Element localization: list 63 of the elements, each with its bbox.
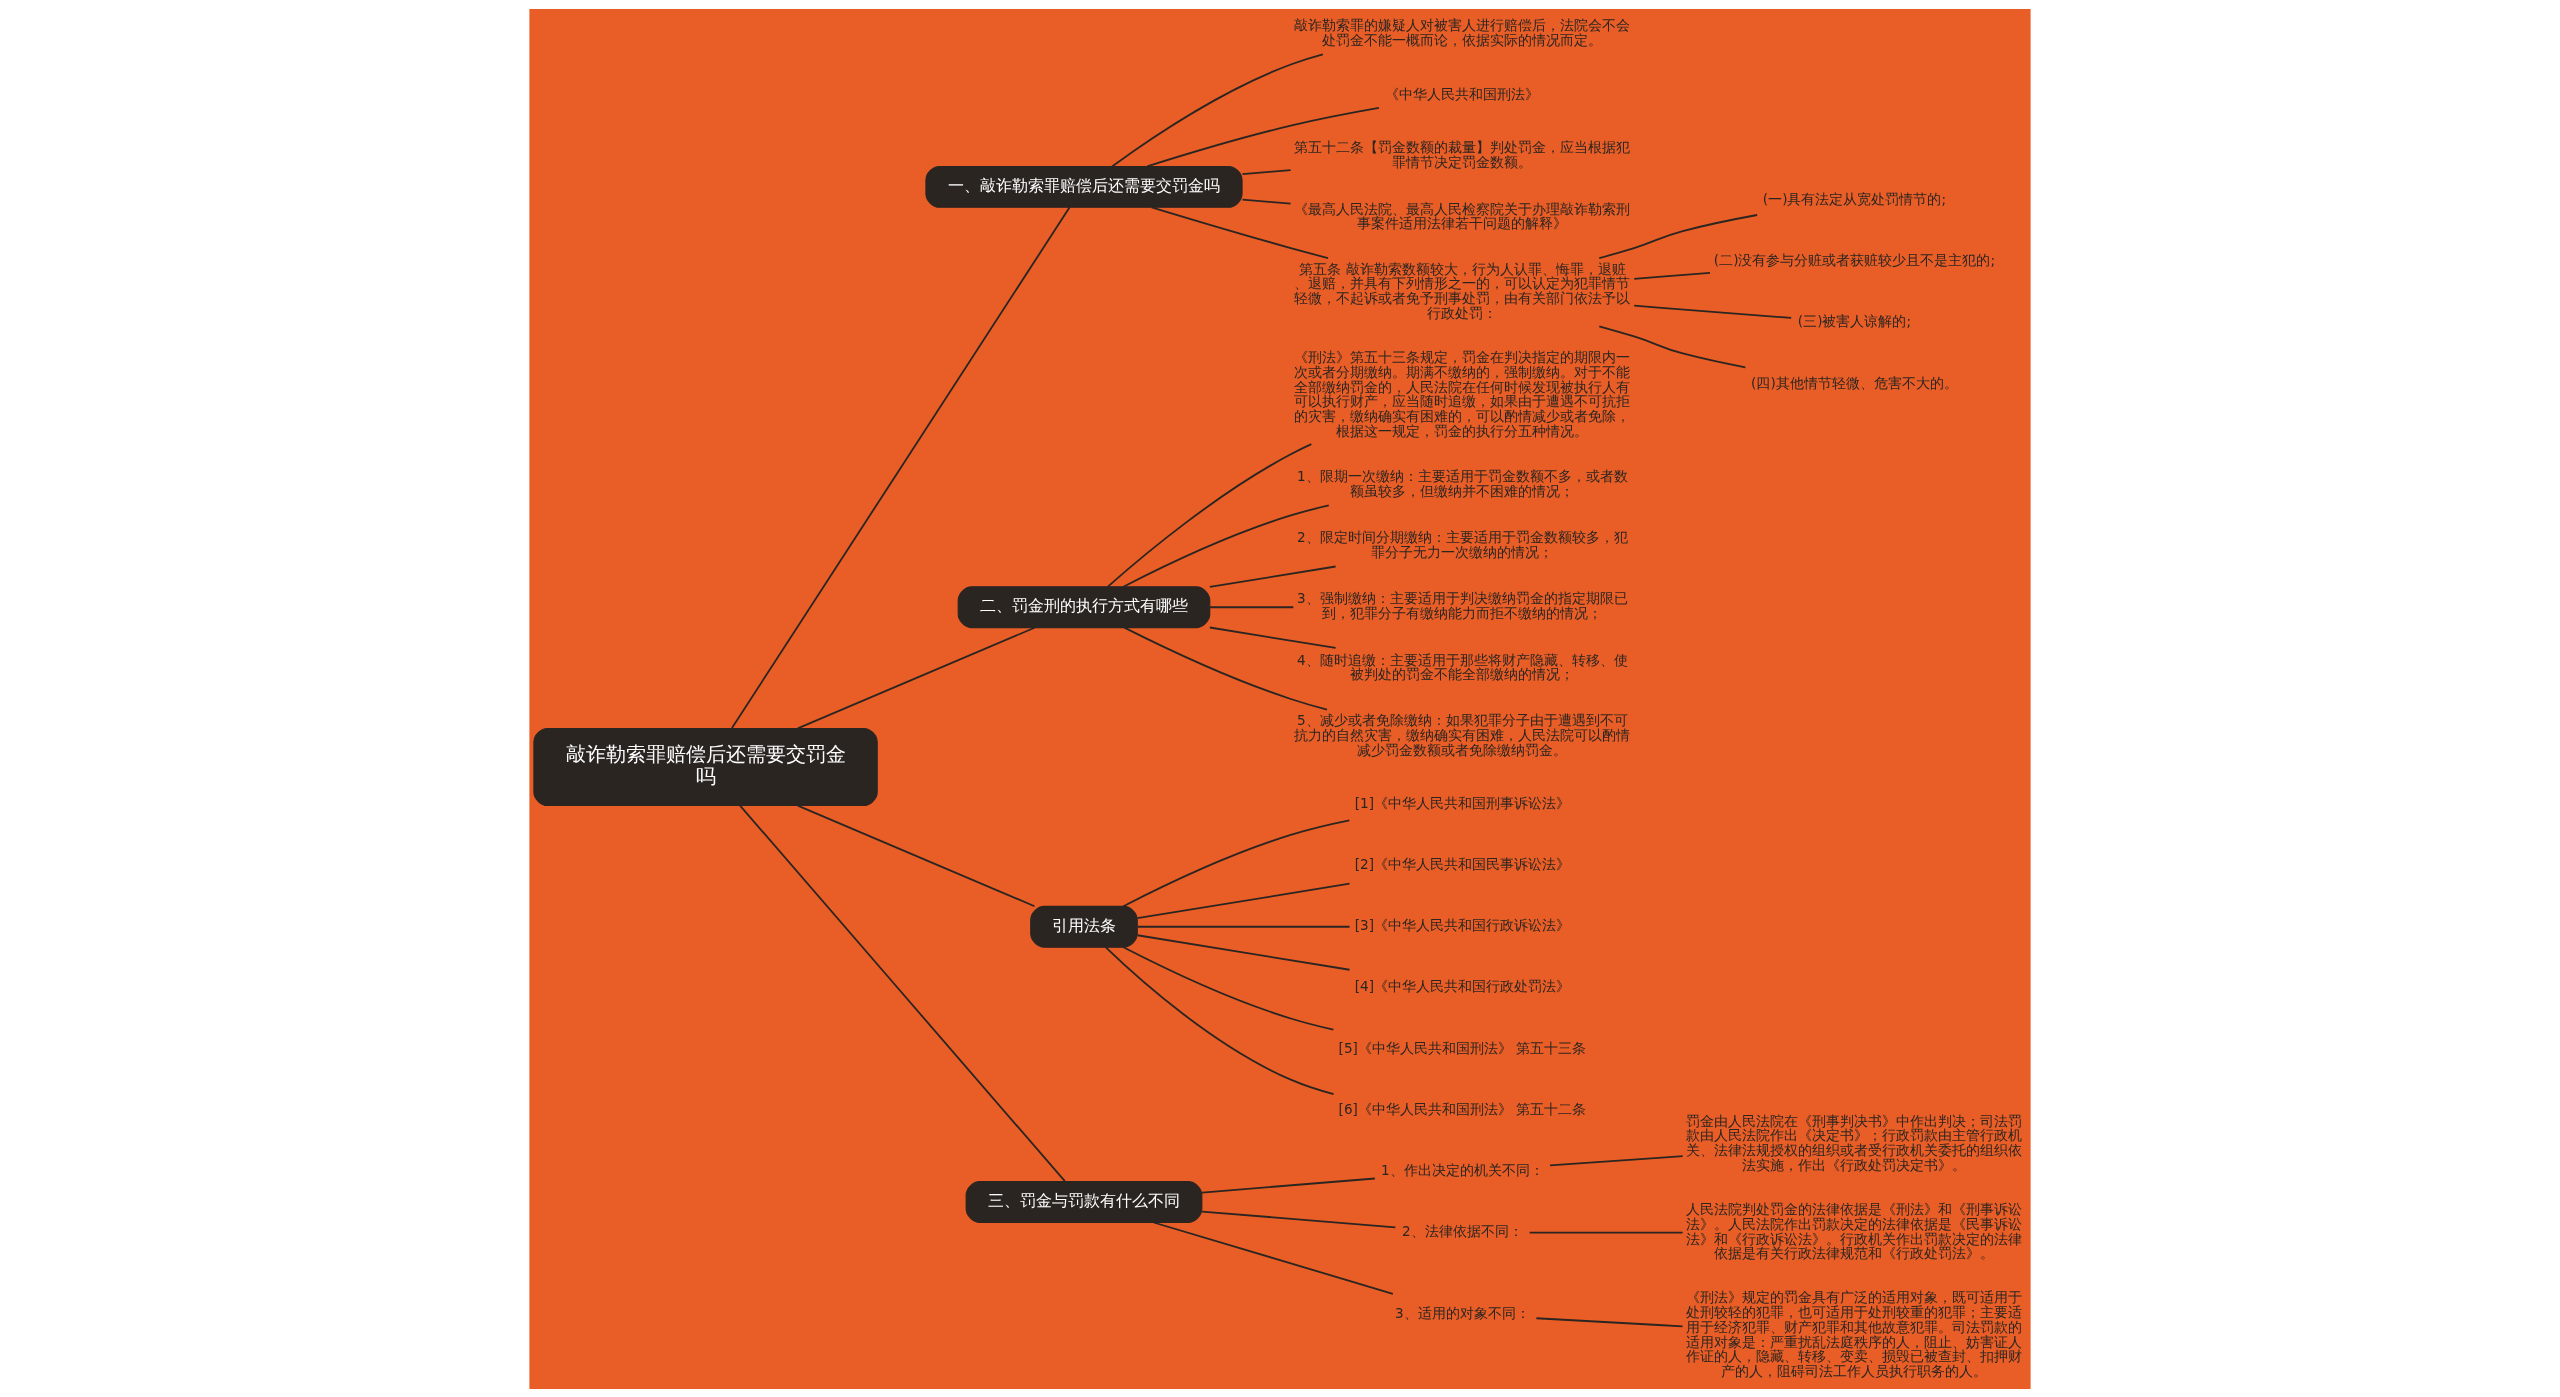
node-text: 《刑法》第五十三条规定，罚金在判决指定的期限内一次或者分期缴纳。期满不缴纳的，强制缴纳。对于不能全部缴纳罚金的，人民法院在任何时候发现被执行人有可以执行财产，应当随时追缴，如果由于遭遇不可抗拒的灾害，缴纳确实有困难的，可以酌情减少或者免除，根据这一规定，罚金的执行分五种情况。: [1294, 348, 1631, 439]
connector: [1122, 819, 1351, 907]
connector: [1208, 565, 1337, 588]
node-text: 3、适用的对象不同：: [1395, 1304, 1530, 1321]
node-text: 《中华人民共和国刑法》: [1385, 85, 1540, 102]
connector: [1136, 933, 1351, 971]
connector: [1528, 1231, 1684, 1234]
connector: [1106, 442, 1313, 588]
node-box: 敲诈勒索罪赔偿后还需要交罚金吗: [533, 727, 878, 806]
connector: [1633, 304, 1793, 319]
node-text: [1]《中华人民共和国刑事诉讼法》: [1354, 794, 1571, 811]
node-box: 引用法条: [1030, 905, 1138, 948]
connector: [1150, 205, 1329, 259]
connector: [1549, 1154, 1684, 1166]
node-text: 第五十二条【罚金数额的裁量】判处罚金，应当根据犯罪情节决定罚金数额。: [1294, 138, 1631, 170]
connector: [739, 804, 1066, 1182]
connector: [1146, 106, 1380, 167]
node-text: 敲诈勒索罪的嫌疑人对被害人进行赔偿后，法院会不会处罚金不能一概而论，依据实际的情况而定。: [1294, 16, 1631, 48]
node-text: 1、作出决定的机关不同：: [1381, 1161, 1544, 1178]
node-text: [6]《中华人民共和国刑法》 第五十二条: [1338, 1100, 1587, 1117]
node-text: 罚金由人民法院在《刑事判决书》中作出判决；司法罚款由人民法院作出《决定书》；行政罚款由主管行政机关、法律法规授权的组织或者受行政机关委托的组织依法实施，作出《行政处罚决定书》。: [1686, 1112, 2023, 1173]
node-text: 人民法院判处罚金的法律依据是《刑法》和《刑事诉讼法》。人民法院作出罚款决定的法律依据是《民事诉讼法》和《行政诉讼法》。行政机关作出罚款决定的法律依据是有关行政法律规范和《行政处罚法》。: [1686, 1200, 2023, 1261]
node-text: 《刑法》规定的罚金具有广泛的适用对象，既可适用于处刑较轻的犯罪，也可适用于处刑较重的犯罪；主要适用于经济犯罪、财产犯罪和其他故意犯罪。司法罚款的适用对象是：严重扰乱法庭秩序的人，阻止、妨害证人作证的人，隐藏、转移、变卖、损毁已被查封、扣押财产的人，阻碍司法工作人员执行职务的人。: [1686, 1288, 2023, 1379]
node-text: (二)没有参与分赃或者获赃较少且不是主犯的;: [1713, 251, 1996, 268]
connector: [1136, 882, 1351, 919]
connector: [1535, 1316, 1684, 1327]
node-text: 1、限期一次缴纳：主要适用于罚金数额不多，或者数额虽较多，但缴纳并不困难的情况；: [1297, 467, 1628, 499]
node-text: 3、强制缴纳：主要适用于判决缴纳罚金的指定期限已到，犯罪分子有缴纳能力而拒不缴纳的情况；: [1297, 589, 1628, 621]
connector: [1111, 52, 1324, 167]
node-text: 5、减少或者免除缴纳：如果犯罪分子由于遭遇到不可抗力的自然灾害，缴纳确实有困难，人民法院可以酌情减少罚金数额或者免除缴纳罚金。: [1294, 711, 1631, 758]
connector: [1208, 626, 1337, 649]
node-text: [3]《中华人民共和国行政诉讼法》: [1354, 916, 1571, 933]
node-text: 第五条 敲诈勒索数额较大，行为人认罪、悔罪，退赃、退赔，并具有下列情形之一的，可以认定为犯罪情节轻微，不起诉或者免予刑事处罚，由有关部门依法予以行政处罚：: [1294, 260, 1631, 321]
connector: [1208, 605, 1295, 608]
connector: [1598, 213, 1759, 259]
connector: [796, 804, 1036, 907]
node-text: [4]《中华人民共和国行政处罚法》: [1354, 977, 1571, 994]
node-text: 4、随时追缴：主要适用于那些将财产隐藏、转移、使被判处的罚金不能全部缴纳的情况；: [1297, 651, 1628, 682]
node-text: [5]《中华人民共和国刑法》 第五十三条: [1338, 1039, 1587, 1056]
node-text: 2、限定时间分期缴纳：主要适用于罚金数额较多，犯罪分子无力一次缴纳的情况；: [1297, 528, 1628, 560]
node-text: 《最高人民法院、最高人民检察院关于办理敲诈勒索刑事案件适用法律若干问题的解释》: [1294, 200, 1631, 231]
connector: [1104, 946, 1335, 1095]
node-text: [2]《中华人民共和国民事诉讼法》: [1354, 855, 1571, 872]
connector: [1241, 168, 1292, 175]
node-text: (一)具有法定从宽处罚情节的;: [1762, 190, 1947, 207]
connector: [796, 626, 1036, 729]
connector: [1633, 271, 1711, 280]
node-text: (三)被害人谅解的;: [1797, 312, 1912, 329]
connector: [1136, 925, 1351, 928]
connector: [731, 205, 1071, 729]
connector: [1123, 626, 1328, 711]
connector: [1152, 1221, 1394, 1295]
node-text: (四)其他情节轻微、危害不大的。: [1751, 374, 1958, 391]
connector: [1122, 945, 1335, 1031]
node-box: 一、敲诈勒索罪赔偿后还需要交罚金吗: [925, 165, 1243, 208]
connector: [1241, 198, 1292, 204]
connector: [1201, 1177, 1376, 1193]
connector: [1598, 324, 1747, 368]
connector: [1122, 503, 1330, 588]
connector: [1201, 1210, 1397, 1228]
node-box: 三、罚金与罚款有什么不同: [965, 1180, 1203, 1223]
node-text: 2、法律依据不同：: [1402, 1222, 1523, 1239]
node-box: 二、罚金刑的执行方式有哪些: [957, 585, 1211, 628]
